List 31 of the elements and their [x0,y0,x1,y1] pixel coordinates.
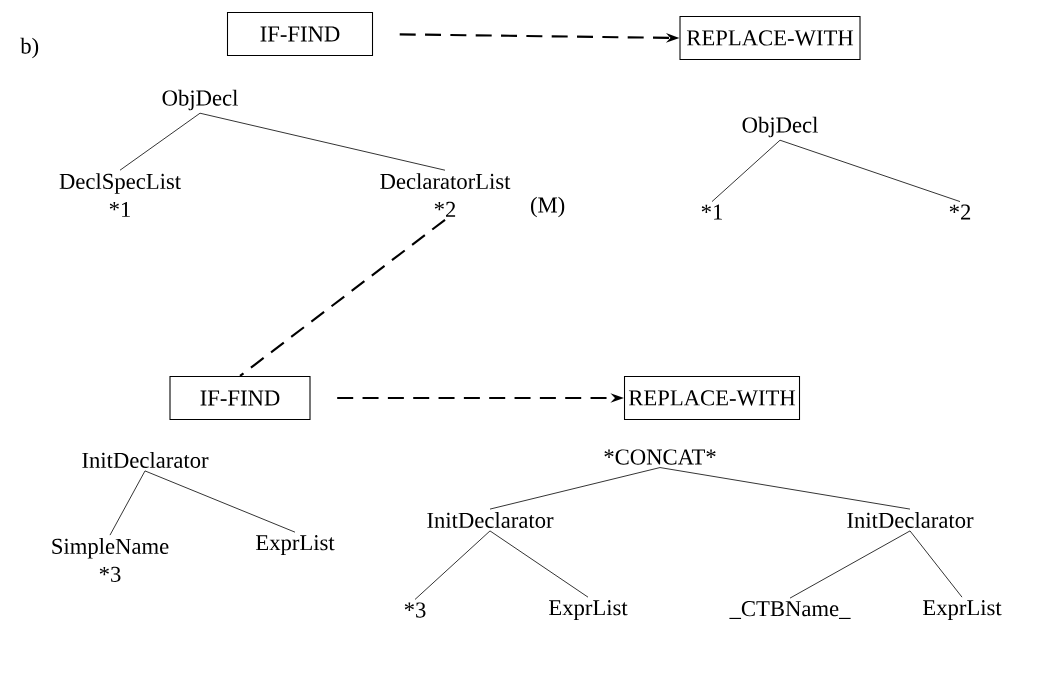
tree-branch [144,470,296,533]
tree-node-label: InitDeclarator [82,452,209,468]
tree-node-label: InitDeclarator [847,512,974,528]
tree-node-label: *1 [701,204,722,220]
tree-branch [489,467,661,510]
tree-branch [199,112,446,171]
tree-branch [109,470,146,536]
tree-node-label: *2 [949,204,971,220]
tree-node-label: DeclSpecList *1 [59,173,181,217]
dashed-line [239,218,446,377]
tree-node-label: *CONCAT* [604,449,716,465]
tree-branch [711,139,781,202]
tree-branch [789,530,911,599]
tree-branch [909,530,963,598]
tree-branch [414,530,491,600]
tree-node-label: ObjDecl [162,89,238,111]
tree-node-label: ExprList [549,600,628,620]
tree-node-label: ExprList [256,535,335,555]
annotation: (M) [531,196,565,218]
tree-branch [119,112,201,171]
tree-node-label: InitDeclarator [427,512,554,528]
tree-node-label: SimpleName *3 [52,538,169,582]
panel-label: b) [20,37,39,59]
tree-branch [779,139,961,202]
tree-branch [659,467,911,510]
tree-node-label: ExprList [923,600,1002,620]
tree-node-label: ObjDecl [742,116,818,138]
tree-node-label: _CTBName_ [729,601,851,619]
tree-node-label: DeclaratorList *2 [380,173,511,217]
tree-branch [489,530,589,598]
tree-node-label: *3 [404,602,426,618]
